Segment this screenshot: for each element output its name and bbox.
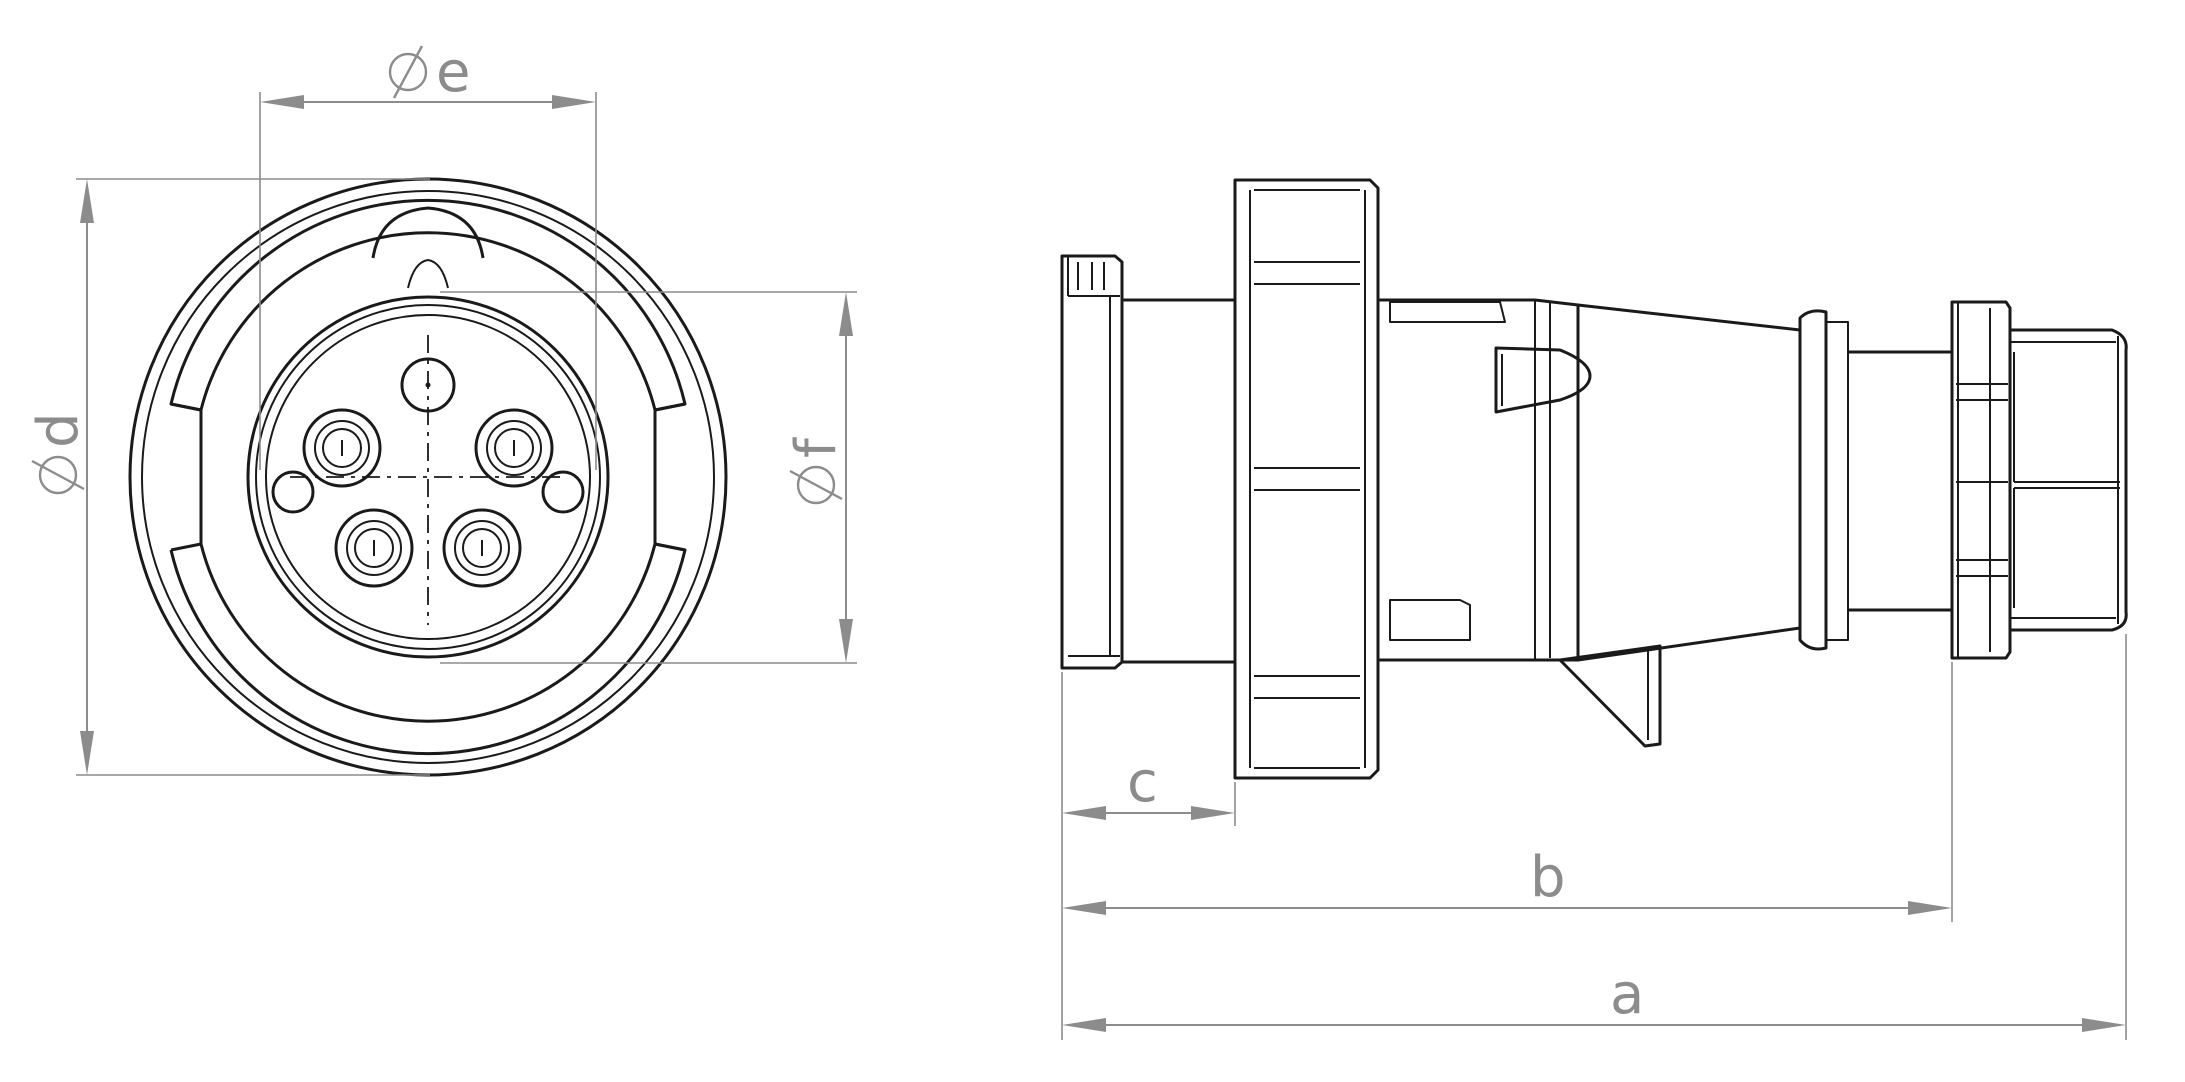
pin-lower-left: [334, 508, 414, 588]
sealing-rib: [1798, 309, 1828, 651]
front-body: [1122, 298, 1237, 664]
dimension-f: f: [440, 291, 857, 664]
dimension-d-diameter-symbol: [31, 455, 85, 495]
right-guide-notch: [541, 470, 585, 514]
gland-nut: [1950, 300, 2012, 660]
dimension-c: c: [1061, 672, 1236, 1040]
dimension-a-label: a: [1610, 962, 1644, 1027]
side-view: [1060, 178, 2128, 780]
cable-neck: [1848, 350, 1954, 612]
collar-right-lug: [653, 402, 686, 552]
dimension-c-label: c: [1127, 750, 1158, 815]
outer-ring: [128, 177, 728, 777]
dimension-d: d: [26, 178, 430, 776]
dimension-b: b: [1062, 662, 1953, 922]
dimension-a: a: [1062, 634, 2127, 1040]
pin-lower-right: [442, 508, 522, 588]
dimension-b-label: b: [1530, 845, 1566, 910]
outer-ring-inner-edge: [141, 190, 715, 764]
front-view: [128, 177, 728, 777]
left-guide-notch: [271, 470, 315, 514]
dimension-d-label: d: [26, 412, 91, 448]
dimension-e-label: e: [436, 40, 470, 105]
dimension-f-diameter-symbol: [789, 465, 843, 505]
pin-upper-right: [474, 408, 554, 488]
pin-face-inner: [265, 314, 591, 640]
front-sleeve: [1060, 254, 1124, 670]
tapered-grip: [1577, 303, 1802, 662]
key-notch-inner: [407, 259, 449, 289]
key-notch: [371, 206, 485, 259]
pin-face-mid: [255, 304, 601, 650]
lower-tab: [1558, 644, 1662, 748]
pin-upper-left: [302, 408, 382, 488]
pin-face-outer: [246, 295, 610, 659]
locking-latch: [1494, 346, 1592, 414]
main-body: [1378, 298, 1580, 662]
flange-ring: [1233, 178, 1380, 780]
dimension-e: e: [259, 40, 597, 470]
collar-left-lug: [170, 402, 203, 552]
collar-bottom: [169, 542, 687, 756]
gland-cap: [2010, 328, 2128, 632]
dimension-e-diameter-symbol: [388, 45, 428, 99]
dimension-f-label: f: [784, 437, 849, 458]
